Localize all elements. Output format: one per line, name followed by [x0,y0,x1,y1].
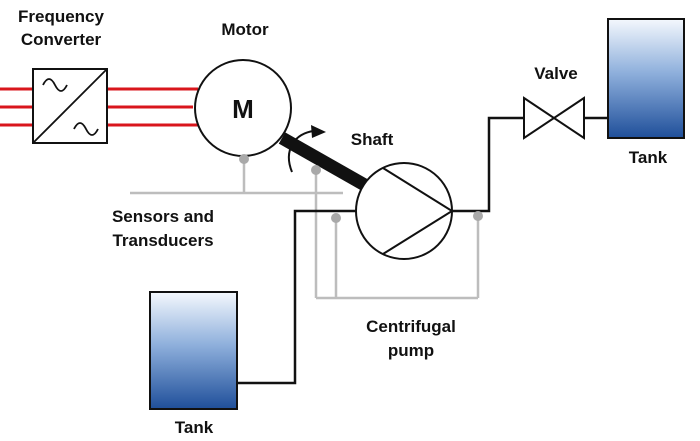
frequency-converter-label-line2: Converter [21,30,102,49]
power-lines-input [0,87,32,127]
motor: M [194,59,292,157]
pump-label-line1: Centrifugal [366,317,456,336]
tank-right-label: Tank [629,148,668,167]
sensor-node [473,211,483,221]
sensors-label-line2: Transducers [112,231,213,250]
suction-pipe [238,209,358,385]
sensors-label-line1: Sensors and [112,207,214,226]
tank-left-label: Tank [175,418,214,437]
pipes [238,116,608,385]
sensor-node [331,213,341,223]
tank-left [149,291,238,410]
power-lines-output [108,87,198,127]
pump-label-line2: pump [388,341,434,360]
frequency-converter-label-line1: Frequency [18,7,105,26]
shaft [278,125,374,194]
rotation-arrowhead-icon [311,125,326,138]
centrifugal-pump [355,162,454,260]
sensor-node [311,165,321,175]
motor-label: Motor [221,20,269,39]
sensor-node [239,154,249,164]
motor-symbol: M [232,94,254,124]
valve-label: Valve [534,64,578,83]
tank-right [607,18,685,139]
sine-wave-icon [73,122,99,136]
discharge-pipe [452,116,524,213]
sensor-nodes [239,154,483,223]
rotation-arrow-icon [287,130,315,173]
sine-wave-icon [42,78,68,92]
sensor-lines [130,160,480,300]
shaft-label: Shaft [351,130,394,149]
valve [523,96,585,140]
frequency-converter [32,68,108,144]
